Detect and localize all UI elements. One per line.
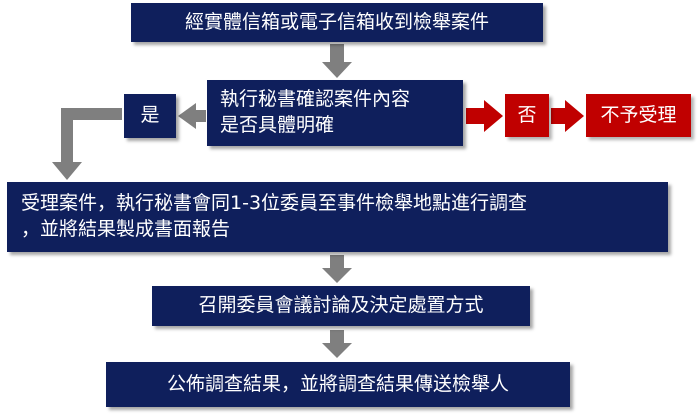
decision-no-text: 否 xyxy=(517,103,537,126)
arrow-right-no xyxy=(466,100,503,132)
step-committee-meeting-text: 召開委員會議討論及決定處置方式 xyxy=(198,294,484,317)
step-accept-investigate-line2: ，並將結果製成書面報告 xyxy=(21,218,231,240)
step-publish-results-text: 公佈調查結果，並將調查結果傳送檢舉人 xyxy=(166,372,509,395)
decision-no: 否 xyxy=(505,94,549,137)
step-reject-text: 不予受理 xyxy=(600,103,677,126)
arrow-down-2 xyxy=(322,255,352,283)
decision-yes: 是 xyxy=(124,94,176,138)
step-accept-investigate: 受理案件，執行秘書會同1-3位委員至事件檢舉地點進行調查 ，並將結果製成書面報告 xyxy=(7,182,668,252)
step-reject: 不予受理 xyxy=(586,94,691,137)
arrow-down-3 xyxy=(322,330,352,358)
step-publish-results: 公佈調查結果，並將調查結果傳送檢舉人 xyxy=(106,362,570,407)
decision-yes-text: 是 xyxy=(140,104,160,127)
arrow-left-yes xyxy=(178,103,206,129)
step-confirm-content-line1: 執行秘書確認案件內容 xyxy=(220,88,411,111)
step-confirm-content-line2: 是否具體明確 xyxy=(220,114,335,136)
arrow-elbow-yes xyxy=(52,108,122,180)
step-receive-report-text: 經實體信箱或電子信箱收到檢舉案件 xyxy=(184,10,489,33)
step-accept-investigate-line1: 受理案件，執行秘書會同1-3位委員至事件檢舉地點進行調查 xyxy=(21,192,528,215)
step-confirm-content: 執行秘書確認案件內容 是否具體明確 xyxy=(207,80,463,146)
step-committee-meeting: 召開委員會議討論及決定處置方式 xyxy=(152,286,530,326)
arrow-right-reject xyxy=(551,100,584,132)
arrow-down-1 xyxy=(322,44,352,78)
step-receive-report: 經實體信箱或電子信箱收到檢舉案件 xyxy=(131,3,543,42)
